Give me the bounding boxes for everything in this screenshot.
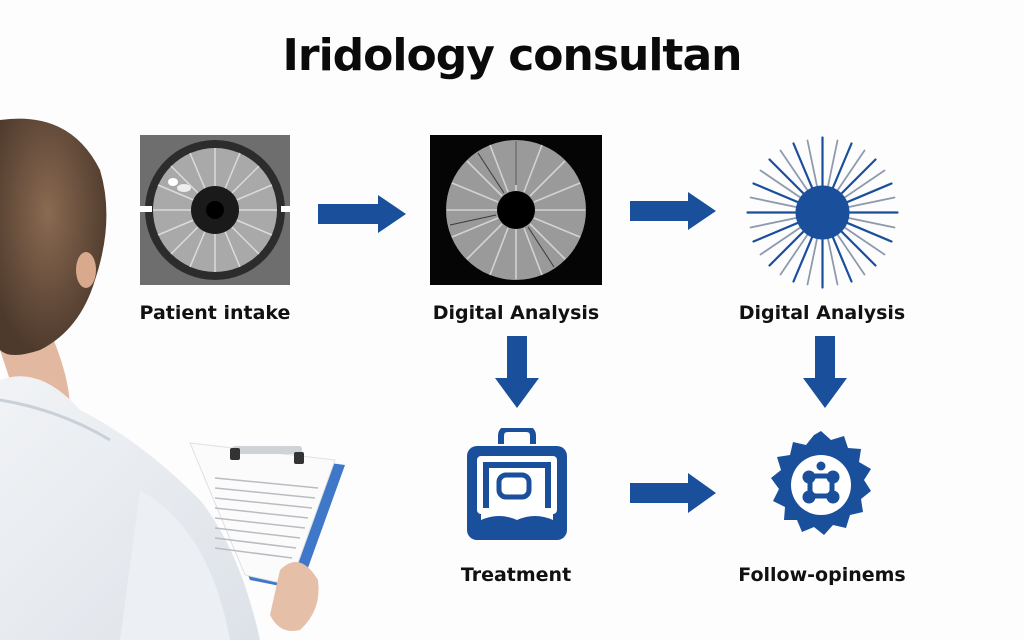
node-label-follow-up: Follow-opinems bbox=[738, 564, 906, 586]
clipboard-icon bbox=[189, 442, 345, 631]
practitioner-illustration bbox=[0, 118, 345, 640]
iris-scan-icon bbox=[430, 135, 602, 285]
arrow-right-icon bbox=[630, 473, 716, 513]
arrow-down-icon bbox=[803, 336, 847, 408]
node-label-treatment: Treatment bbox=[460, 564, 572, 586]
iris-photo-icon bbox=[140, 135, 290, 285]
medical-kit-icon bbox=[467, 428, 567, 540]
page-title: Iridology consultan bbox=[282, 30, 743, 81]
gear-badge-icon bbox=[771, 431, 871, 535]
arrow-right-icon bbox=[630, 192, 716, 230]
starburst-icon bbox=[746, 136, 899, 289]
node-label-digital-analysis-1: Digital Analysis bbox=[432, 302, 600, 324]
arrow-down-icon bbox=[495, 336, 539, 408]
node-label-digital-analysis-2: Digital Analysis bbox=[738, 302, 906, 324]
node-label-patient-intake: Patient intake bbox=[139, 302, 291, 324]
arrow-right-icon bbox=[318, 195, 406, 233]
